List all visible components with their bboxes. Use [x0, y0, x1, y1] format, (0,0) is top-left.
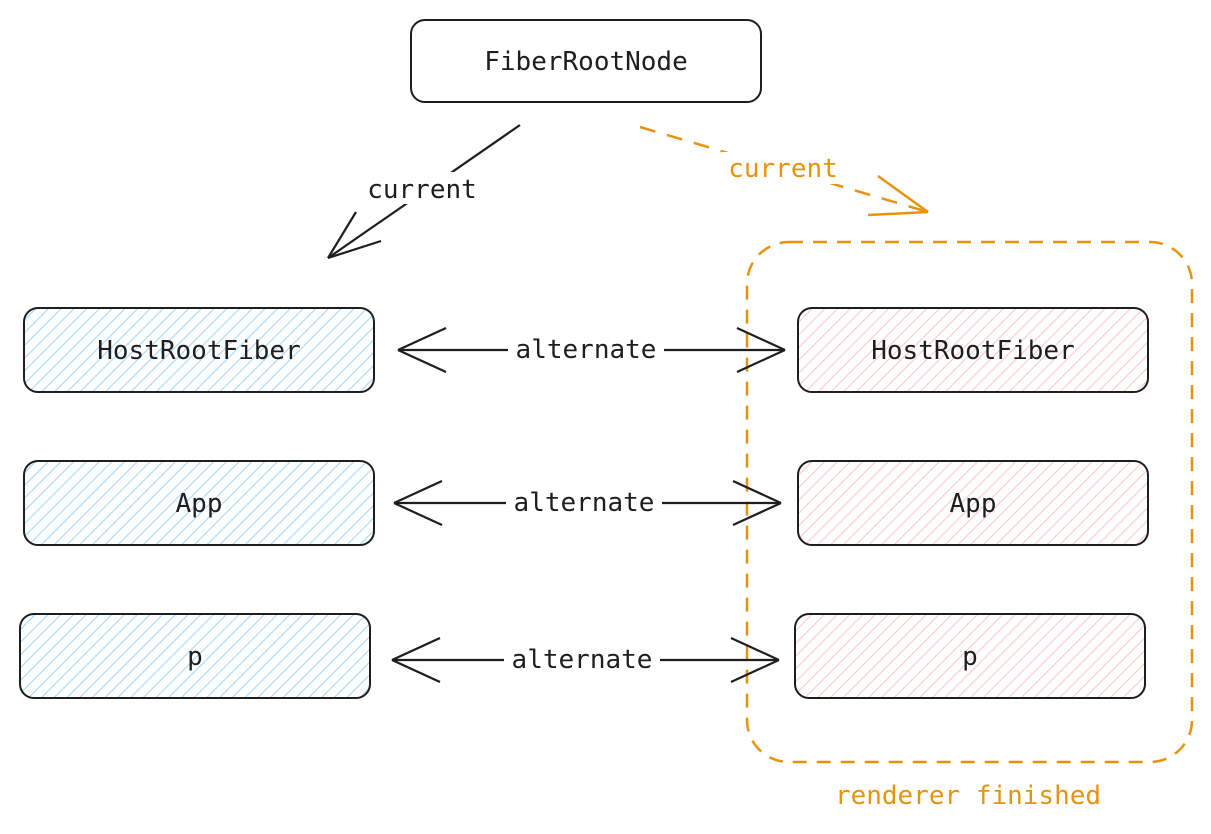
right-p-fiber-label: p	[962, 642, 978, 672]
left-host-root-fiber[interactable]: HostRootFiber	[23, 307, 375, 393]
alternate-label-3: alternate	[512, 645, 653, 675]
alternate-arrow-2: alternate	[393, 480, 782, 526]
left-p-fiber[interactable]: p	[19, 613, 371, 699]
left-app-fiber-label: App	[176, 489, 223, 519]
alternate-arrow-1: alternate	[397, 327, 786, 373]
fiber-root-node-label: FiberRootNode	[484, 47, 688, 77]
left-host-root-fiber-label: HostRootFiber	[97, 336, 301, 366]
current-arrow-right: current	[639, 125, 929, 217]
left-p-fiber-label: p	[187, 642, 203, 672]
right-host-root-fiber-label: HostRootFiber	[871, 336, 1075, 366]
left-app-fiber[interactable]: App	[23, 460, 375, 546]
right-host-root-fiber[interactable]: HostRootFiber	[797, 307, 1149, 393]
alternate-label-1: alternate	[516, 335, 657, 365]
right-p-fiber[interactable]: p	[794, 613, 1146, 699]
current-label-right: current	[728, 154, 838, 184]
current-label-left: current	[367, 175, 477, 205]
right-app-fiber[interactable]: App	[797, 460, 1149, 546]
renderer-finished-label: renderer finished	[835, 781, 1101, 811]
right-app-fiber-label: App	[950, 489, 997, 519]
alternate-label-2: alternate	[514, 488, 655, 518]
current-arrow-left: current	[327, 124, 521, 260]
alternate-arrow-3: alternate	[391, 637, 780, 683]
fiber-root-node[interactable]: FiberRootNode	[410, 19, 762, 103]
